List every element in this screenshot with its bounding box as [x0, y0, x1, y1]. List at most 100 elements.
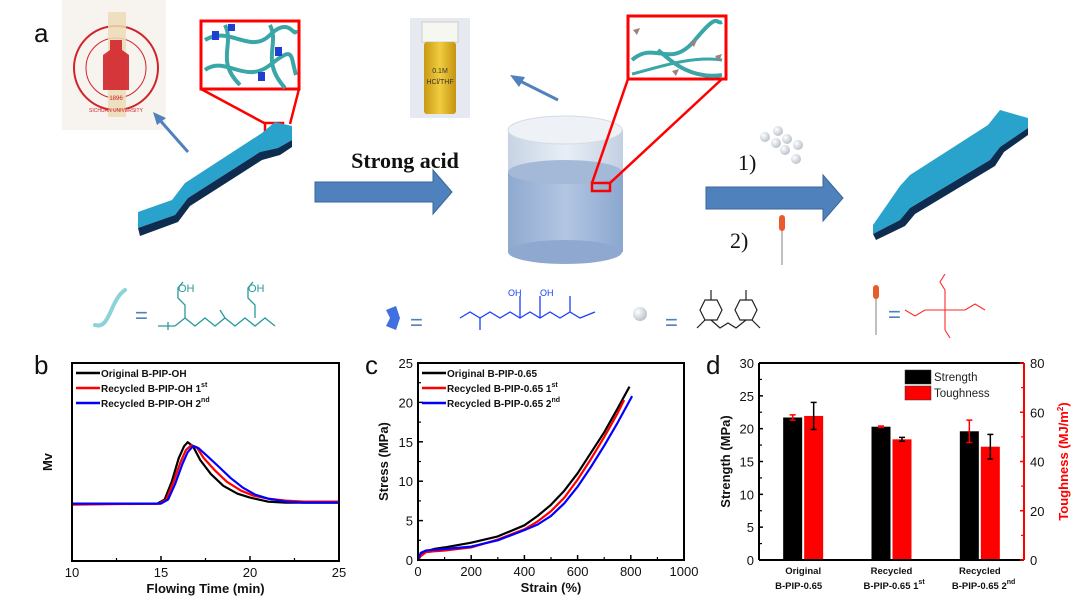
svg-text:=: = [665, 310, 678, 335]
degraded-chain-zoom-inset [626, 14, 728, 81]
legend-bead: = [633, 290, 761, 335]
y-tick-label: 0 [747, 553, 754, 568]
svg-text:1896: 1896 [109, 96, 123, 102]
legend-label-1: Toughness [934, 388, 990, 400]
process-arrow-reform [705, 173, 844, 223]
panel-label-a: a [34, 18, 49, 48]
step-1-label: 1) [738, 150, 756, 175]
sichuan-university-seal-photo: 1896 SICHUAN UNIVERSITY [62, 0, 166, 130]
category-label-line1: Original [785, 566, 821, 577]
category-label-line1: Recycled [959, 566, 1001, 577]
x-tick-label: 800 [620, 564, 642, 579]
svg-text:0.1M: 0.1M [432, 68, 448, 75]
series-line-1 [417, 399, 626, 561]
bar-toughness-0 [804, 415, 824, 560]
bar-strength-1 [871, 426, 891, 560]
legend-label-0: Original B-PIP-0.65 [447, 369, 537, 380]
y-tick-label: 10 [740, 487, 754, 502]
y-tick-label: 15 [740, 455, 754, 470]
step-2-label: 2) [730, 228, 748, 253]
series-line-0 [417, 386, 631, 561]
x-axis-title: Strain (%) [521, 580, 582, 595]
y-tick-label: 25 [399, 356, 413, 371]
category-label-line1: Recycled [871, 566, 913, 577]
legend-label-0: Strength [934, 372, 977, 384]
svg-text:OH: OH [248, 283, 265, 295]
y-right-tick-label: 60 [1030, 405, 1044, 420]
x-tick-label: 0 [414, 564, 421, 579]
network-zoom-inset [199, 19, 301, 91]
y-tick-label: 5 [747, 520, 754, 535]
legend-swatch-1 [904, 385, 932, 401]
svg-text:=: = [888, 302, 901, 327]
y-axis-title: Strength (MPa) [718, 415, 733, 507]
y-right-tick-label: 80 [1030, 356, 1044, 371]
zoom-marker-solution [590, 181, 612, 193]
y-tick-label: 0 [406, 553, 413, 568]
x-tick-label: 20 [243, 565, 257, 580]
dogbone-specimen-original [138, 122, 292, 236]
x-tick-label: 15 [154, 565, 168, 580]
arrow-to-vial [517, 78, 559, 102]
bar-toughness-1 [892, 439, 912, 560]
y-right-tick-label: 40 [1030, 455, 1044, 470]
x-tick-label: 600 [567, 564, 589, 579]
legend-polymer-chain: = OH OH [93, 281, 276, 330]
y-right-axis-title: Toughness (MJ/m2) [1056, 402, 1071, 520]
category-label-line2: B-PIP-0.65 [775, 581, 823, 592]
series-line-0 [72, 441, 339, 505]
y-axis-title: Mv [40, 452, 55, 471]
schematic-diagram: 1896 SICHUAN UNIVERSITY Strong acid 0.1M… [62, 0, 1028, 339]
catalyst-dropper-icon [779, 215, 785, 265]
panel-label-d: d [706, 350, 721, 380]
panel-label-b: b [34, 350, 49, 380]
legend-label-1: Recycled B-PIP-0.65 1st [447, 382, 558, 395]
hcl-thf-vial-photo: 0.1M HCl/THF [410, 18, 470, 118]
series-line-2 [416, 395, 634, 561]
x-tick-label: 1000 [670, 564, 699, 579]
y-tick-label: 15 [399, 435, 413, 450]
svg-text:OH: OH [540, 288, 554, 298]
svg-text:SICHUAN UNIVERSITY: SICHUAN UNIVERSITY [89, 108, 144, 114]
x-tick-label: 400 [514, 564, 536, 579]
y-tick-label: 25 [740, 389, 754, 404]
svg-text:OH: OH [178, 283, 195, 295]
svg-text:=: = [135, 303, 148, 328]
category-label-line2: B-PIP-0.65 1st [864, 579, 926, 592]
panel-label-c: c [365, 350, 378, 380]
legend-label-2: Recycled B-PIP-OH 2nd [101, 397, 210, 410]
y-tick-label: 30 [740, 356, 754, 371]
bar-toughness-2 [980, 446, 1000, 560]
carbonate-beads-icon [760, 126, 803, 164]
legend-label-2: Recycled B-PIP-0.65 2nd [447, 397, 560, 410]
legend-catalyst: = [873, 273, 986, 339]
process-arrow-acid [314, 168, 453, 216]
series-line-2 [72, 445, 339, 505]
x-tick-label: 10 [65, 565, 79, 580]
y-tick-label: 20 [740, 422, 754, 437]
svg-text:OH: OH [508, 288, 522, 298]
strong-acid-label: Strong acid [351, 148, 459, 173]
dogbone-specimen-recycled [873, 110, 1028, 240]
x-axis-title: Flowing Time (min) [146, 581, 264, 596]
y-tick-label: 5 [406, 514, 413, 529]
bar-strength-2 [959, 431, 979, 560]
y-right-tick-label: 20 [1030, 504, 1044, 519]
y-tick-label: 20 [399, 395, 413, 410]
svg-text:HCl/THF: HCl/THF [426, 79, 453, 86]
legend-label-0: Original B-PIP-OH [101, 369, 187, 380]
arrow-to-seal [156, 117, 190, 153]
x-tick-label: 25 [332, 565, 346, 580]
bar-strength-0 [783, 417, 803, 560]
y-axis-title: Stress (MPa) [376, 422, 391, 501]
legend-crosslinker: = OH OH [386, 288, 596, 335]
y-tick-label: 10 [399, 474, 413, 489]
legend-swatch-0 [904, 369, 932, 385]
legend-label-1: Recycled B-PIP-OH 1st [101, 382, 208, 395]
x-tick-label: 200 [460, 564, 482, 579]
y-right-tick-label: 0 [1030, 553, 1037, 568]
category-label-line2: B-PIP-0.65 2nd [952, 579, 1015, 592]
